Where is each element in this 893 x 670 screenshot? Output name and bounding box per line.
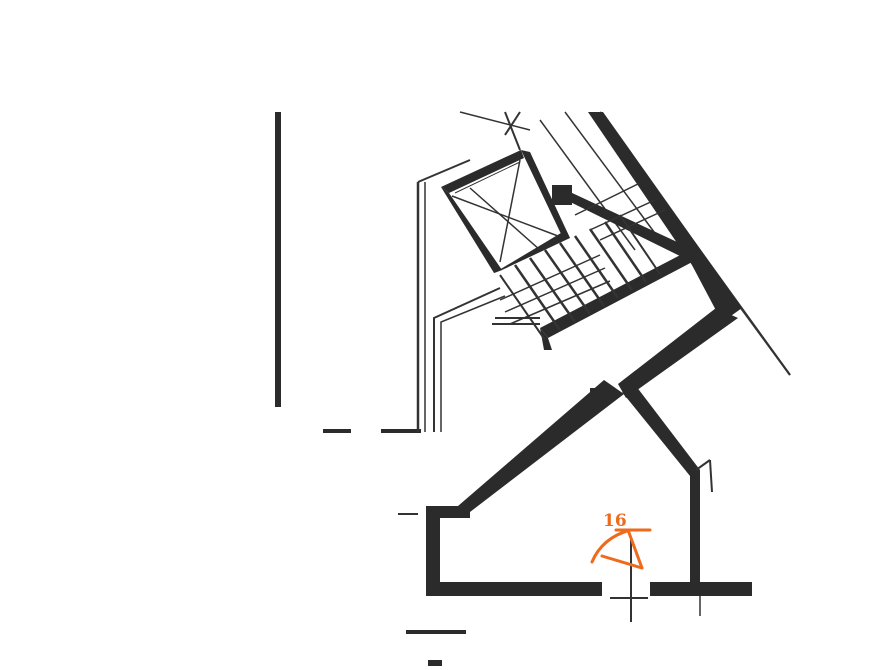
- dash-line: [323, 429, 351, 433]
- door-swing-annotation: 16: [590, 511, 652, 570]
- bottom-dash: [406, 630, 466, 634]
- corridor-lines: [416, 159, 506, 432]
- room-number-label: 16: [603, 511, 627, 531]
- door-leaf-line: [626, 528, 644, 570]
- outer-diagonal-wall: [588, 112, 742, 318]
- bottom-mark: [428, 660, 442, 666]
- elevator-shaft: [441, 150, 570, 273]
- stairs: [492, 182, 730, 350]
- lower-unit: [398, 380, 752, 622]
- left-wall: [275, 112, 281, 407]
- door-leaf-line: [600, 554, 644, 570]
- dash-line: [381, 429, 421, 433]
- door-swing-arc: [590, 528, 632, 564]
- landing-wall: [618, 308, 738, 398]
